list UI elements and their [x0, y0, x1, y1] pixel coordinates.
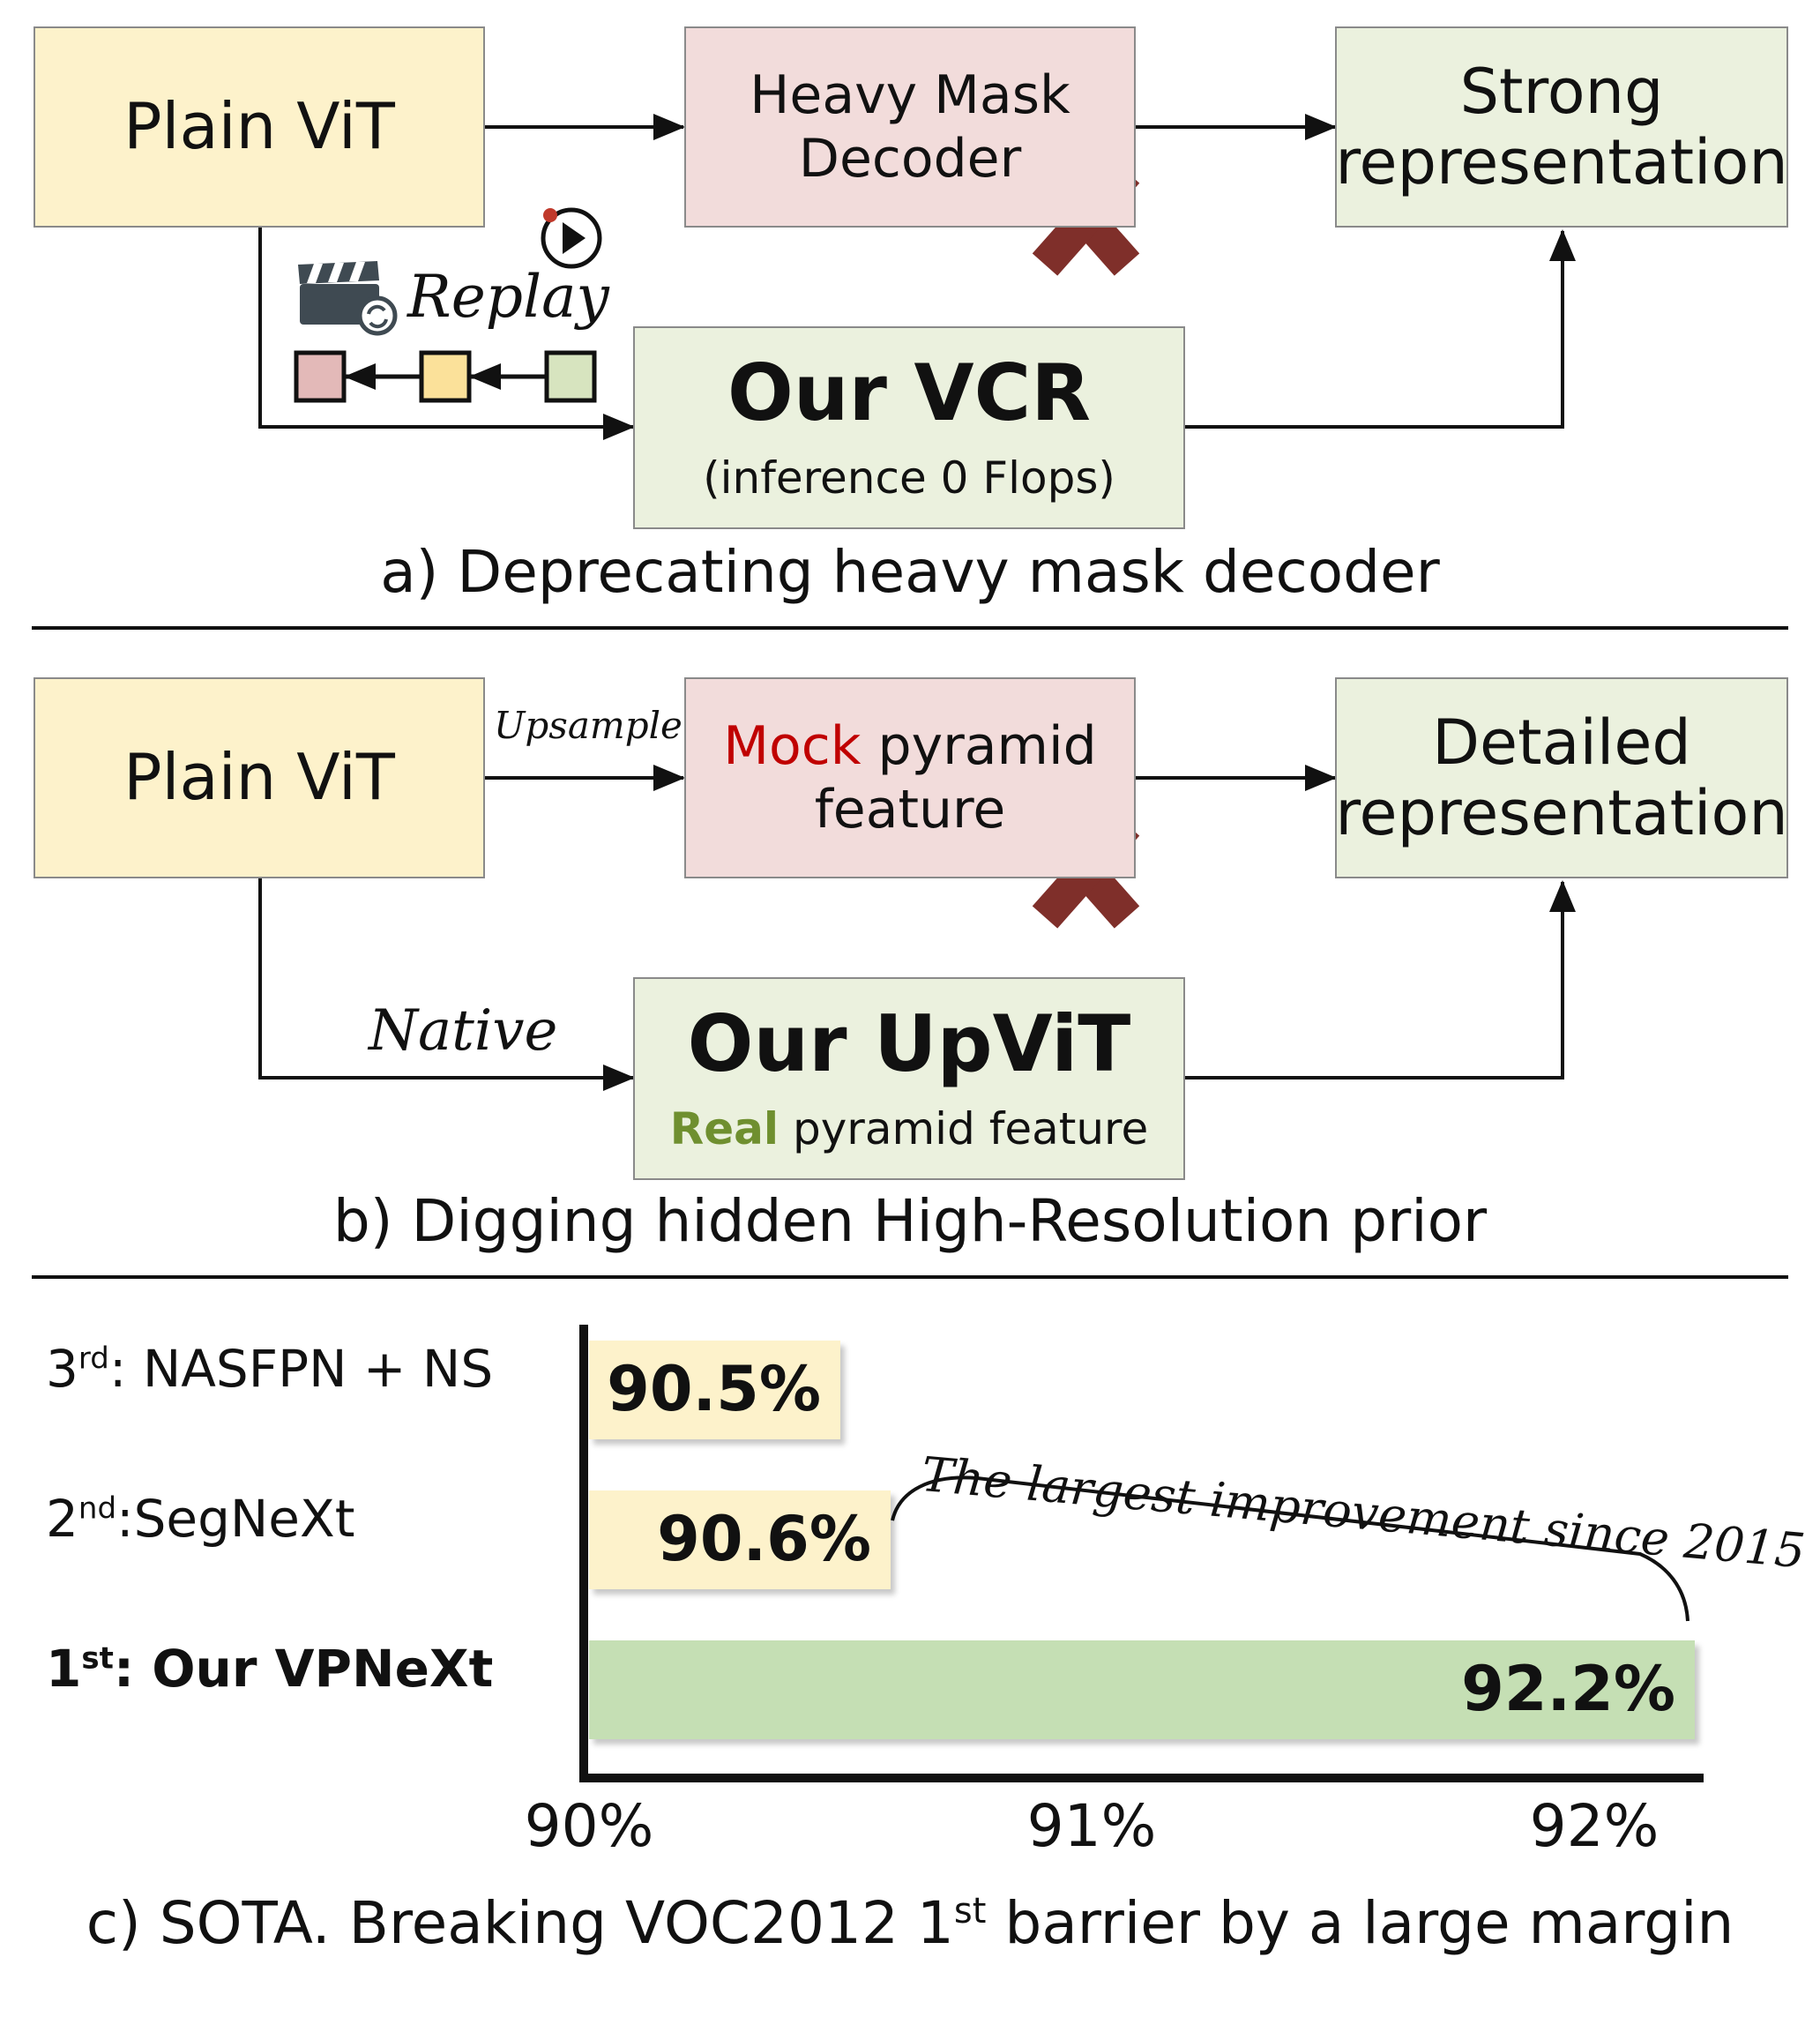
bar-value-label-2: 90.6% — [657, 1503, 871, 1575]
upsample-label: Upsample — [494, 704, 682, 747]
arrow-plain-to-vcr — [258, 228, 635, 440]
replay-label: Replay — [407, 263, 609, 331]
heavy-mask-decoder-box: Heavy Mask Decoder — [684, 26, 1136, 228]
caption-a: a) Deprecating heavy mask decoder — [380, 538, 1440, 606]
plain-vit-box-b: Plain ViT — [34, 677, 485, 878]
plain-vit-box-a: Plain ViT — [34, 26, 485, 228]
rank-2-label: 2nd:SegNeXt — [46, 1489, 354, 1549]
clapperboard-icon — [298, 261, 398, 336]
caption-c: c) SOTA. Breaking VOC2012 1st barrier by… — [0, 1889, 1820, 1957]
divider-2 — [32, 1275, 1788, 1279]
bar-value-label-3: 92.2% — [1461, 1653, 1675, 1725]
detailed-line1: Detailed — [1432, 706, 1691, 779]
x-tick-label-2: 91% — [1026, 1792, 1157, 1860]
bar-2 — [589, 1490, 891, 1589]
rank-2-name: :SegNeXt — [116, 1489, 355, 1549]
strong-line2: representation — [1335, 126, 1788, 198]
our-vcr-title: Our VCR — [727, 347, 1091, 438]
x-tick-label-1: 90% — [524, 1792, 654, 1860]
detailed-representation-box: Detailed representation — [1335, 677, 1788, 878]
our-upvit-title: Our UpViT — [687, 997, 1131, 1089]
replay-square-red — [294, 350, 347, 403]
our-vcr-subtitle: (inference 0 Flops) — [703, 452, 1115, 504]
arrow-plain-to-upvit — [258, 878, 635, 1091]
bar-3 — [589, 1640, 1695, 1739]
plain-vit-label-a: Plain ViT — [123, 89, 395, 164]
decoder-line2: Decoder — [798, 128, 1022, 190]
rank-2-place: 2 — [46, 1489, 78, 1549]
native-label: Native — [369, 998, 558, 1064]
caption-b: b) Digging hidden High-Resolution prior — [332, 1187, 1488, 1255]
detailed-line2: representation — [1335, 777, 1788, 849]
mock-rest: pyramid — [861, 715, 1097, 777]
replay-square-yellow — [419, 350, 472, 403]
replay-square-green — [544, 350, 597, 403]
our-vcr-box: Our VCR (inference 0 Flops) — [633, 326, 1185, 529]
play-icon — [541, 207, 602, 269]
rank-1-suffix: st — [81, 1640, 114, 1677]
real-rest: pyramid feature — [779, 1103, 1149, 1155]
decoder-line1: Heavy Mask — [750, 64, 1070, 126]
mock-word: Mock — [723, 715, 862, 777]
rank-3-suffix: rd — [78, 1341, 109, 1377]
rank-2-suffix: nd — [78, 1490, 117, 1527]
real-word: Real — [669, 1103, 779, 1155]
divider-1 — [32, 626, 1788, 630]
rank-1-label: 1st: Our VPNeXt — [46, 1639, 493, 1699]
x-tick-label-3: 92% — [1529, 1792, 1660, 1860]
our-upvit-subtitle: Real pyramid feature — [670, 1102, 1148, 1155]
bar-1 — [589, 1341, 840, 1439]
rank-1-place: 1 — [46, 1639, 82, 1699]
bar-value-label-1: 90.5% — [607, 1353, 821, 1425]
rank-1-name: : Our VPNeXt — [113, 1639, 494, 1699]
plain-vit-label-b: Plain ViT — [123, 740, 395, 815]
caption-c-pre: c) SOTA. Breaking VOC2012 1 — [86, 1889, 954, 1957]
mock-line2: feature — [814, 779, 1006, 840]
rank-3-label: 3rd: NASFPN + NS — [46, 1339, 493, 1399]
rank-3-place: 3 — [46, 1339, 78, 1399]
arrow-upvit-to-output — [1185, 880, 1576, 1080]
rank-3-name: : NASFPN + NS — [108, 1339, 494, 1399]
strong-representation-box: Strong representation — [1335, 26, 1788, 228]
mock-pyramid-box: Mock pyramid feature — [684, 677, 1136, 878]
arrow-vcr-to-output — [1185, 229, 1576, 429]
strong-line1: Strong — [1459, 55, 1664, 128]
caption-c-sup: st — [953, 1891, 987, 1931]
our-upvit-box: Our UpViT Real pyramid feature — [633, 977, 1185, 1180]
caption-c-post: barrier by a large margin — [986, 1889, 1734, 1957]
improvement-bracket — [891, 1475, 1689, 1622]
mock-line1: Mock pyramid — [723, 714, 1097, 778]
